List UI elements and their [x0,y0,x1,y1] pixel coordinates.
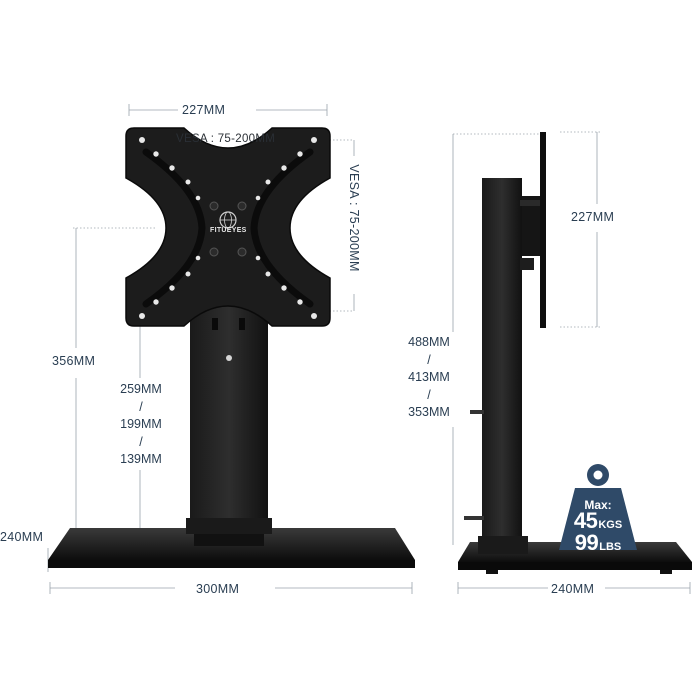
lb-value: 99 [574,530,599,555]
vesa-vertical-label-wrap: VESA : 75-200MM [344,148,364,288]
weight-icon [559,464,637,550]
front-height-option: 139MM [120,452,162,466]
max-weight-badge: Max: 45KGS 99LBS [551,462,667,555]
front-base-width-label: 300MM [196,582,240,596]
side-stand [458,132,692,574]
front-height-option: 199MM [120,417,162,431]
front-base-depth-label: 240MM [0,530,44,544]
side-mount-height-label: 227MM [571,210,615,224]
vesa-vertical-label: VESA : 75-200MM [347,164,361,272]
separator: / [427,387,431,402]
kg-value: 45 [573,508,598,533]
front-width-label: 227MM [182,103,226,117]
front-height-options: 259MM / 199MM / 139MM [113,381,169,469]
separator: / [139,434,143,449]
kg-unit: KGS [598,519,623,531]
side-height-option: 488MM [408,335,450,349]
front-stand [48,127,415,568]
front-height-option: 259MM [120,382,162,396]
max-label: Max: [584,498,612,512]
dimension-lines-side [452,131,691,594]
lb-unit: LBS [599,541,622,553]
total-height-label: 356MM [52,354,96,368]
brand-label: FITUEYES [210,227,247,234]
side-height-options: 488MM / 413MM / 353MM [401,334,457,422]
vesa-horizontal-label: VESA : 75-200MM [176,133,276,145]
separator: / [139,399,143,414]
side-base-depth-label: 240MM [551,582,595,596]
side-height-option: 353MM [408,405,450,419]
separator: / [427,352,431,367]
side-height-option: 413MM [408,370,450,384]
